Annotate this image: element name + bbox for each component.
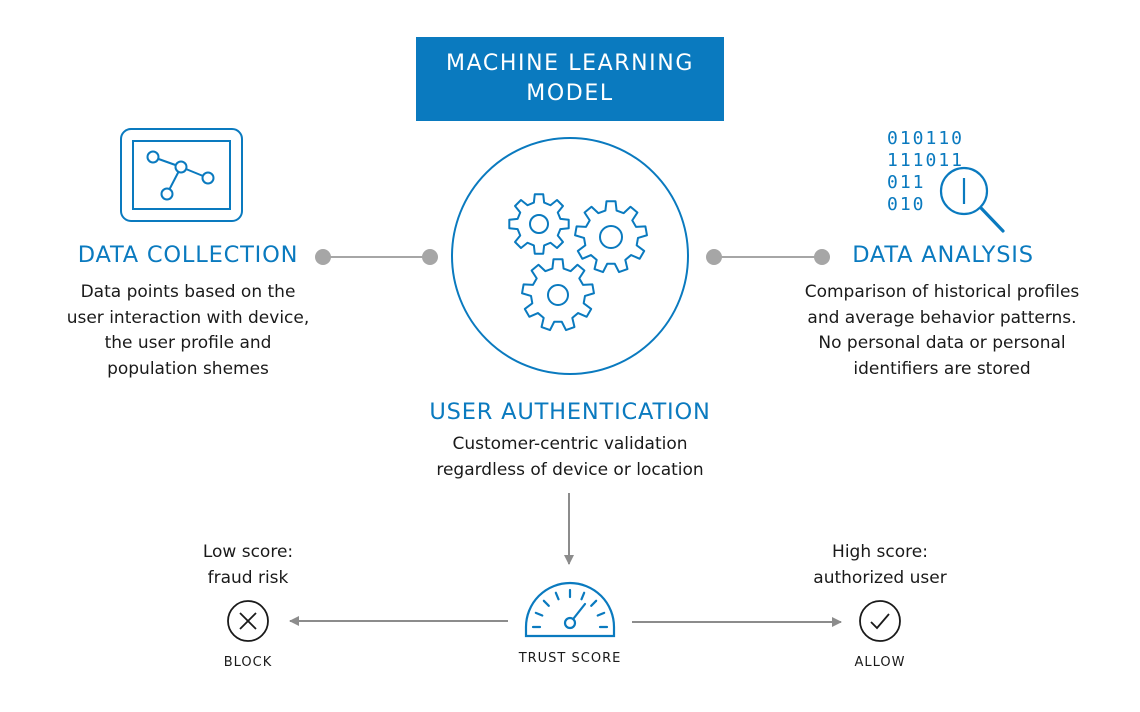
allow-caption-line: High score: bbox=[832, 542, 928, 562]
data-collection-line: Data points based on the bbox=[80, 282, 296, 302]
binary-row-4: 010 bbox=[887, 194, 926, 215]
binary-row-1: 010110 bbox=[887, 128, 964, 149]
data-collection-heading: DATA COLLECTION bbox=[77, 242, 299, 268]
data-analysis-line: Comparison of historical profiles bbox=[804, 282, 1080, 302]
gauge-tick bbox=[534, 611, 544, 617]
gauge-tick bbox=[590, 599, 598, 607]
trust-score-label: TRUST SCORE bbox=[518, 651, 622, 666]
block-label: BLOCK bbox=[223, 655, 273, 670]
binary-row-2: 111011 bbox=[887, 150, 964, 171]
model-title-line2: MODEL bbox=[526, 81, 614, 106]
data-collection-line: user interaction with device, bbox=[66, 307, 310, 328]
user-authentication-line: regardless of device or location bbox=[436, 459, 704, 480]
allow-label: ALLOW bbox=[854, 655, 906, 670]
data-analysis-line: and average behavior patterns. bbox=[807, 307, 1077, 328]
gears-icon bbox=[451, 137, 689, 375]
data-collection-line: population shemes bbox=[107, 358, 269, 379]
close-icon bbox=[227, 600, 269, 642]
allow-caption-line: authorized user bbox=[813, 567, 947, 588]
gear-top-left bbox=[508, 193, 570, 255]
user-authentication-line: Customer-centric validation bbox=[452, 434, 688, 454]
binary-magnifier-icon: 010110 111011 011 010 bbox=[887, 128, 1005, 233]
gauge-tick bbox=[580, 591, 586, 601]
data-analysis-line: No personal data or personal bbox=[818, 333, 1066, 353]
gauge-tick bbox=[554, 591, 560, 601]
gear-right bbox=[574, 200, 648, 274]
model-title-line1: MACHINE LEARNING bbox=[446, 51, 694, 76]
left-connector bbox=[315, 249, 438, 265]
right-connector bbox=[706, 249, 830, 265]
gauge-icon bbox=[524, 581, 616, 638]
binary-row-3: 011 bbox=[887, 172, 926, 193]
block-caption-line: fraud risk bbox=[207, 567, 289, 588]
data-analysis-description: Comparison of historical profiles and av… bbox=[790, 280, 1094, 382]
model-title-box: MACHINE LEARNING MODEL bbox=[416, 37, 724, 121]
block-caption-line: Low score: bbox=[202, 542, 294, 562]
user-authentication-description: Customer-centric validation regardless o… bbox=[400, 432, 740, 483]
data-analysis-line: identifiers are stored bbox=[853, 358, 1031, 379]
check-icon bbox=[859, 600, 901, 642]
data-analysis-heading: DATA ANALYSIS bbox=[852, 242, 1034, 268]
user-authentication-heading: USER AUTHENTICATION bbox=[429, 399, 711, 425]
allow-caption: High score: authorized user bbox=[790, 540, 970, 591]
gauge-tick bbox=[542, 599, 550, 607]
block-caption: Low score: fraud risk bbox=[168, 540, 328, 591]
data-collection-description: Data points based on the user interactio… bbox=[30, 280, 346, 382]
gauge-tick bbox=[596, 611, 606, 617]
data-collection-line: the user profile and bbox=[104, 333, 272, 353]
network-monitor-icon bbox=[120, 128, 243, 222]
gear-bottom bbox=[521, 258, 595, 332]
